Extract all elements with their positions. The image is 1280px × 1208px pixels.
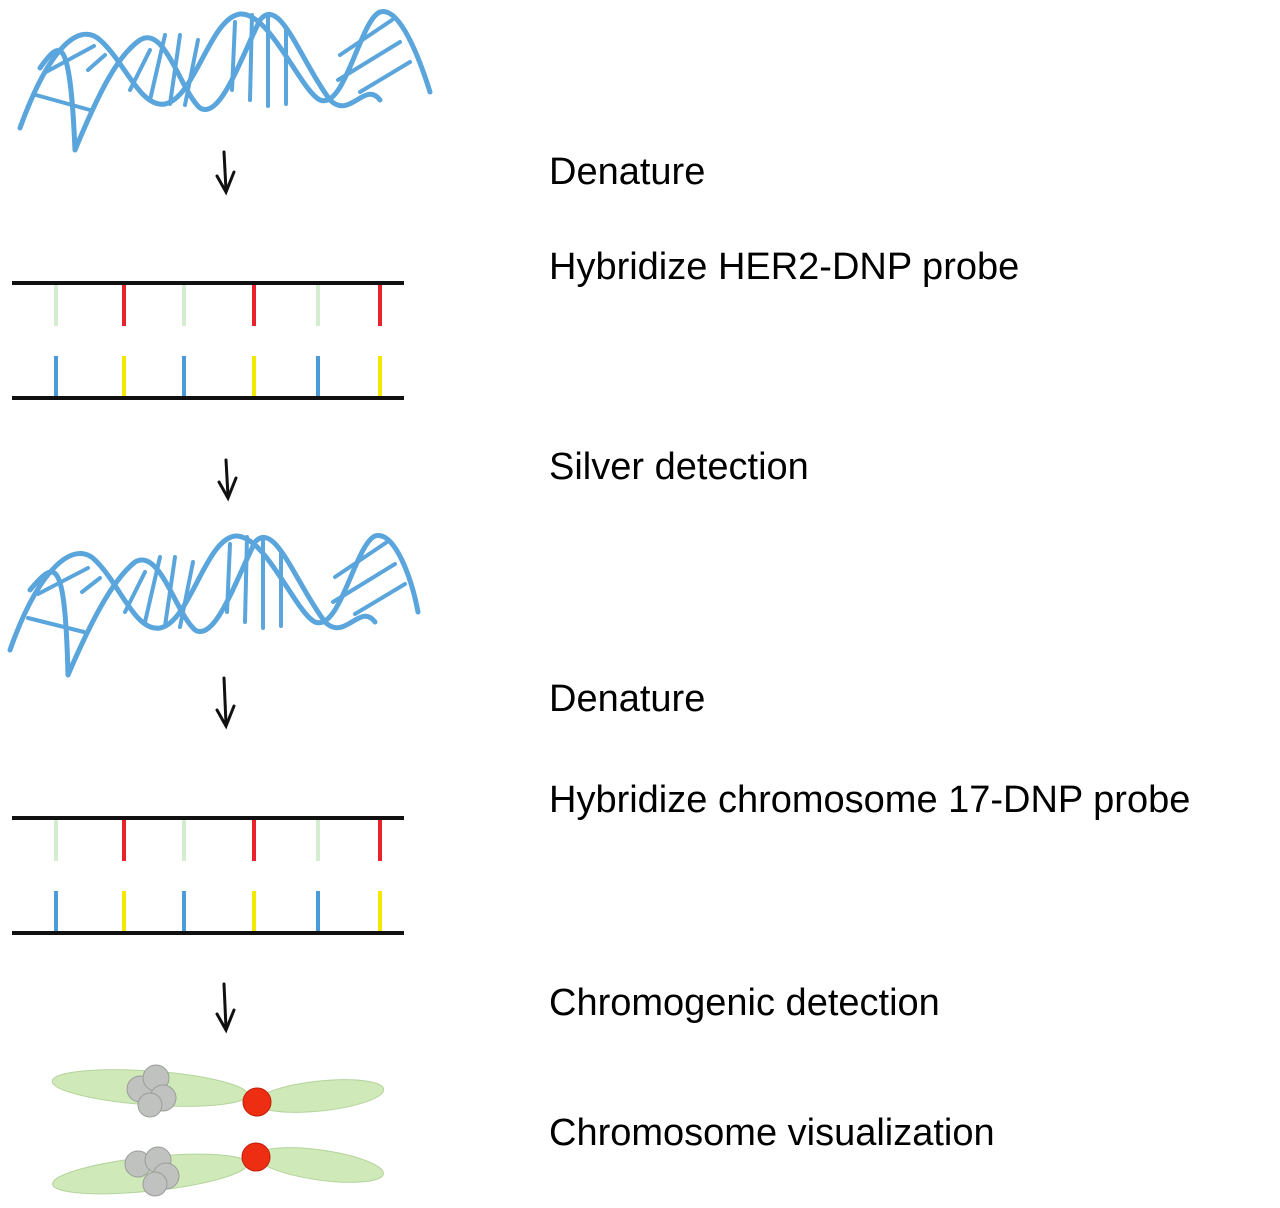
- grey-signal: [137, 1092, 163, 1118]
- grey-signal: [142, 1171, 168, 1197]
- step-label-hybridize-her2: Hybridize HER2-DNP probe: [549, 246, 1020, 288]
- red-signal: [241, 1142, 271, 1172]
- chromosome-icon: [51, 1064, 385, 1197]
- helix-rungs: [34, 13, 412, 112]
- step-label-silver-detection: Silver detection: [549, 446, 809, 488]
- down-arrow-icon: [215, 676, 236, 730]
- step-label-hybridize-chr17: Hybridize chromosome 17-DNP probe: [549, 779, 1191, 821]
- step-label-chromogenic-detection: Chromogenic detection: [549, 982, 940, 1024]
- down-arrow-icon: [215, 150, 236, 196]
- step-label-denature-1: Denature: [549, 151, 706, 193]
- helix-rungs: [26, 535, 407, 634]
- down-arrow-icon: [215, 982, 236, 1034]
- helix-backbone-a: [17, 9, 433, 131]
- red-signal: [242, 1087, 272, 1117]
- chromosome-lower: [52, 1142, 384, 1197]
- helix-backbone-b: [37, 12, 383, 153]
- helix-backbone-b: [27, 534, 378, 678]
- step-label-denature-2: Denature: [549, 678, 706, 720]
- denatured-strands-bottom: [12, 816, 404, 935]
- denatured-strands-top: [12, 281, 404, 400]
- step-label-chromosome-visualization: Chromosome visualization: [549, 1112, 995, 1154]
- chromosome-upper: [51, 1064, 385, 1118]
- helix-backbone-a: [7, 533, 421, 653]
- down-arrow-icon: [217, 458, 238, 502]
- dna-helix-middle: [7, 533, 421, 678]
- dna-helix-top: [17, 9, 433, 153]
